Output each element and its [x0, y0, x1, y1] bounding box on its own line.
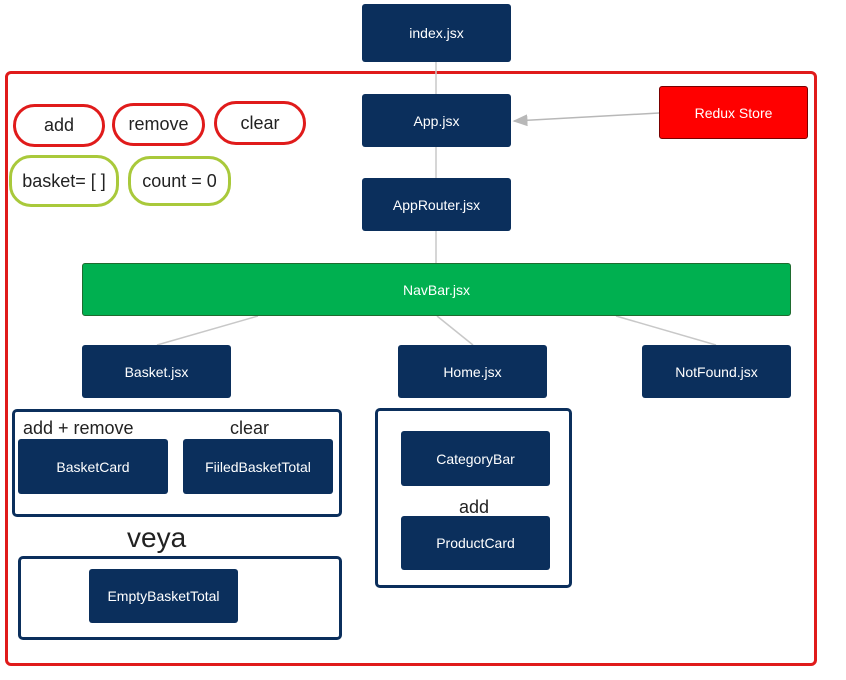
label-alternative: veya — [127, 522, 187, 553]
home-children-group — [375, 408, 572, 588]
node-app: App.jsx — [362, 94, 511, 147]
empty-basket-group — [18, 556, 342, 640]
node-product-card: ProductCard — [401, 516, 550, 570]
state-count: count = 0 — [128, 156, 231, 206]
node-category-bar: CategoryBar — [401, 431, 550, 486]
node-home: Home.jsx — [398, 345, 547, 398]
node-empty-basket-total: EmptyBasketTotal — [89, 569, 238, 623]
label-product-card-action: add — [459, 497, 490, 517]
node-navbar: NavBar.jsx — [82, 263, 791, 316]
node-filled-basket-total: FiiledBasketTotal — [183, 439, 333, 494]
node-not-found: NotFound.jsx — [642, 345, 791, 398]
node-index: index.jsx — [362, 4, 511, 62]
action-add: add — [13, 104, 105, 147]
redux-scope-frame — [5, 71, 817, 666]
node-basket: Basket.jsx — [82, 345, 231, 398]
action-remove: remove — [112, 103, 205, 146]
edge-navbar-basket — [156, 315, 259, 346]
label-filled-total-action: clear — [230, 418, 270, 438]
label-basket-card-actions: add + remove — [23, 418, 134, 438]
basket-children-group — [12, 409, 342, 517]
node-app-router: AppRouter.jsx — [362, 178, 511, 231]
state-basket: basket= [ ] — [9, 155, 119, 207]
node-basket-card: BasketCard — [18, 439, 168, 494]
edge-store-app — [512, 112, 660, 127]
edge-navbar-notfound — [615, 315, 717, 346]
node-redux-store: Redux Store — [659, 86, 808, 139]
action-clear: clear — [214, 101, 306, 145]
edge-navbar-home — [436, 315, 474, 346]
